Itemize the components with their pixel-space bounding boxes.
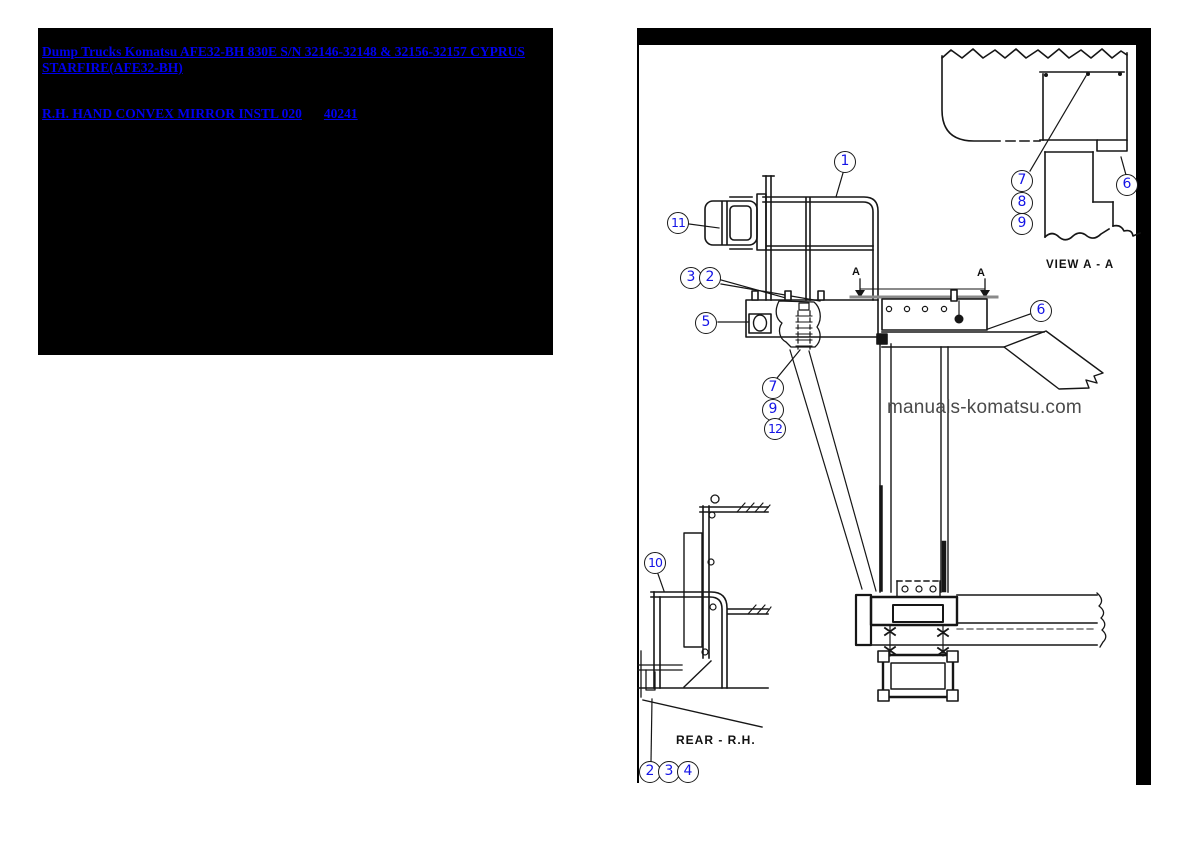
callout-6: 6 [1116,174,1138,196]
callout-5: 5 [695,312,717,334]
callout-8: 8 [1011,192,1033,214]
callout-7: 7 [1011,170,1033,192]
model-link[interactable]: Dump Trucks Komatsu AFE32-BH 830E S/N 32… [42,44,525,75]
callout-1: 1 [834,151,856,173]
callout-6: 6 [1030,300,1052,322]
callout-12: 12 [764,418,786,440]
callout-10: 10 [644,552,666,574]
callout-9: 9 [1011,213,1033,235]
parts-diagram [637,48,1142,763]
code-link[interactable]: 40241 [323,106,358,121]
header-box: Dump Trucks Komatsu AFE32-BH 830E S/N 32… [38,28,553,355]
diagram-top-border [637,28,1150,45]
part-link[interactable]: R.H. HAND CONVEX MIRROR INSTL 020 [42,106,302,121]
rear-rh-label: REAR - R.H. [676,733,756,747]
diagram-left-border [637,45,639,783]
view-a-a-label: VIEW A - A [1046,259,1115,271]
section-marker-a-right: A [977,267,985,279]
callout-7: 7 [762,377,784,399]
callout-4: 4 [677,761,699,783]
section-marker-a-left: A [852,266,860,278]
watermark: manuals-komatsu.com [887,397,1082,418]
callout-2: 2 [699,267,721,289]
diagram-right-border [1136,28,1151,785]
callout-11: 11 [667,212,689,234]
